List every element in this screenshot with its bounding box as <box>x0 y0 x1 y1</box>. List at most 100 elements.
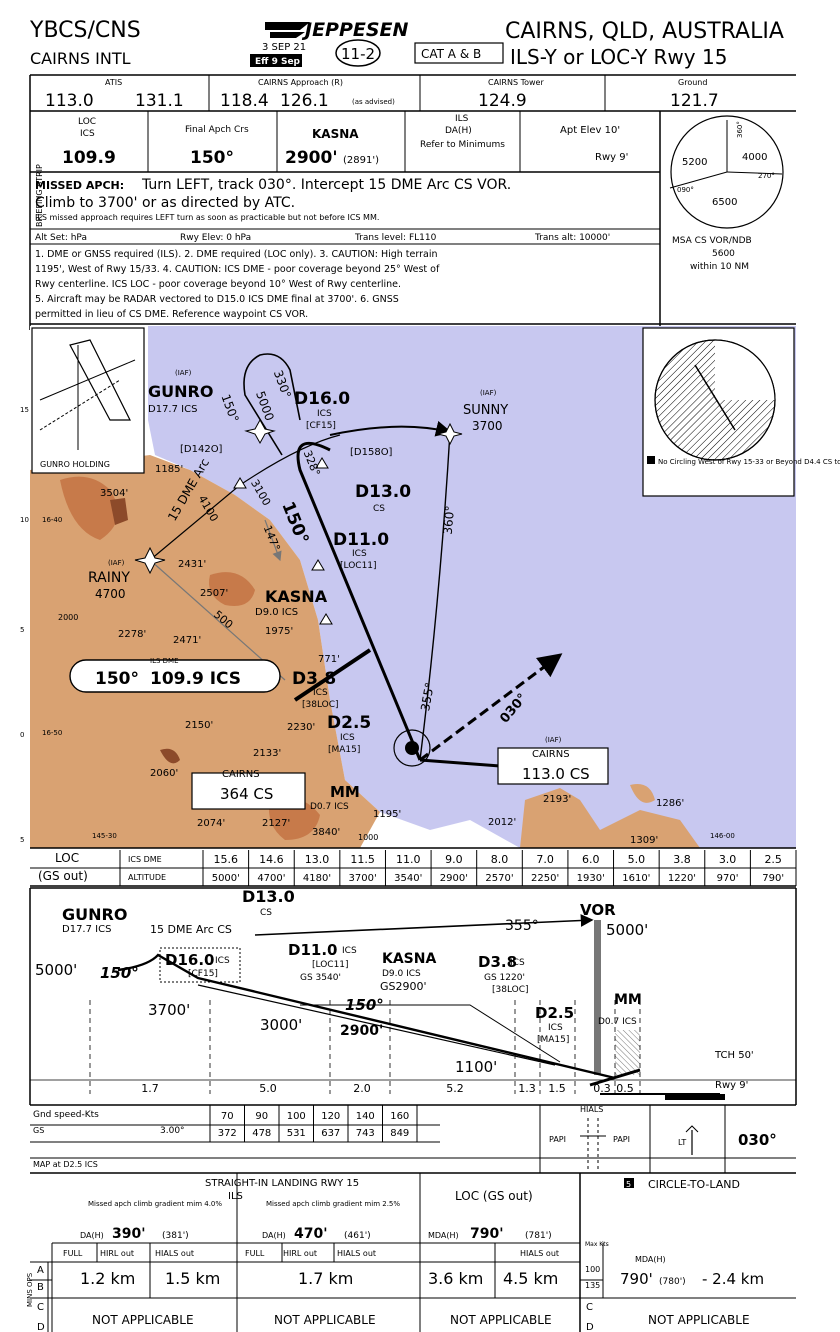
hdr-hials-1: HIALS out <box>155 1249 194 1258</box>
airport-name: CAIRNS INTL <box>30 49 131 68</box>
elev-2150: 2150' <box>185 720 213 731</box>
cairns-ndb-freq: 364 CS <box>220 785 273 803</box>
hdr-hirl-2: HIRL out <box>283 1249 317 1258</box>
circling-inset: No Circling West of Rwy 15-33 or Beyond … <box>642 327 840 497</box>
tower-freq: 124.9 <box>478 91 527 111</box>
vor-center <box>405 741 419 755</box>
hdr-hials-3: HIALS out <box>520 1249 559 1258</box>
d1580-label: [D158O] <box>350 447 393 458</box>
profile-d16: D16.0 <box>165 951 214 969</box>
ma-gradient-1: Missed apch climb gradient mim 4.0% <box>88 1200 222 1208</box>
dme-altitude-value: 4180' <box>303 873 331 884</box>
dme-altitude-value: 970' <box>717 873 739 884</box>
da-note: Refer to Minimums <box>420 140 505 150</box>
profile-alt-1100: 1100' <box>455 1058 497 1076</box>
msa-circle: 4000 5200 6500 360° 270° 090° <box>669 115 784 229</box>
scale-5-top: 5 <box>20 626 24 634</box>
descent-rate-value: 637 <box>321 1128 340 1139</box>
profile-d38-ics: ICS <box>510 958 525 968</box>
dme-value: 13.0 <box>305 853 330 866</box>
water-area <box>148 326 796 848</box>
lon-145-30: 145-30 <box>92 832 117 840</box>
dme-altitude-value: 790' <box>762 873 784 884</box>
vis-ils-2: 1.7 km <box>298 1269 353 1288</box>
rainy-iaf: (IAF) <box>108 559 125 567</box>
lon-146-00: 146-00 <box>710 832 735 840</box>
final-approach-track <box>296 441 422 761</box>
mm-sub: D0.7 ICS <box>310 802 349 812</box>
profile-rwy: Rwy 9' <box>715 1080 748 1091</box>
trans-alt: Trans alt: 10000' <box>534 233 610 243</box>
cairns-vor-freq: 113.0 CS <box>522 765 590 783</box>
da-2-sub: (461') <box>344 1231 371 1241</box>
msa-west-alt: 5200 <box>682 157 707 168</box>
note-line-3: Rwy centerline. ICS LOC - poor coverage … <box>35 279 401 290</box>
vis-full-1: 1.2 km <box>80 1269 135 1288</box>
gnd-speed-label: Gnd speed-Kts <box>33 1110 99 1120</box>
fix-alt-sub: (2891') <box>343 155 379 166</box>
mda-label: MDA(H) <box>428 1231 459 1240</box>
chart-date: 3 SEP 21 <box>262 42 306 53</box>
dme-value: 6.0 <box>582 853 600 866</box>
sunny-transition <box>329 420 452 437</box>
atis-freq-2: 131.1 <box>135 91 184 111</box>
ma-gradient-2: Missed apch climb gradient mim 2.5% <box>266 1200 400 1208</box>
d1420-label: [D142O] <box>180 444 223 455</box>
elev-2060: 2060' <box>150 768 178 779</box>
dme-value: 14.6 <box>259 853 284 866</box>
atis-label: ATIS <box>105 78 122 87</box>
na-1: NOT APPLICABLE <box>92 1313 194 1327</box>
cairns-ndb-box[interactable]: CAIRNS 364 CS <box>191 769 306 810</box>
elev-2230: 2230' <box>287 722 315 733</box>
sunny-360-track <box>419 431 451 761</box>
d16-cf: [CF15] <box>306 421 336 431</box>
missed-apch-1: Turn LEFT, track 030°. Intercept 15 DME … <box>141 177 511 193</box>
vis-loc-full: 3.6 km <box>428 1269 483 1288</box>
terrain-high-2 <box>209 572 255 606</box>
msa-radial-090: 090° <box>677 186 694 194</box>
lat-lon-labels: 16-40 16-50 145-30 146-00 15 10 5 0 5 <box>20 406 735 844</box>
dme-gs-out-label: (GS out) <box>38 869 88 883</box>
gnd-speed-value: 140 <box>356 1111 375 1122</box>
ils-box-crs: 150° <box>95 669 139 689</box>
approach-light-symbol <box>580 1118 699 1170</box>
na-4: NOT APPLICABLE <box>648 1313 750 1327</box>
scale-0: 0 <box>20 731 24 739</box>
profile-alt-5000-left: 5000' <box>35 961 77 979</box>
elev-2133: 2133' <box>253 748 281 759</box>
ils-dme-label: ILS DME <box>150 657 179 665</box>
elev-1309: 1309' <box>630 835 658 846</box>
elev-2278: 2278' <box>118 629 146 640</box>
cat-a: A <box>37 1265 44 1276</box>
profile-gs1220: GS 1220' <box>484 973 525 983</box>
descent-rate-value: 743 <box>356 1128 375 1139</box>
vor-mast <box>594 920 601 1075</box>
missed-apch-label: MISSED APCH: <box>35 179 124 192</box>
lat-16-40: 16-40 <box>42 516 62 524</box>
dme-value: 11.5 <box>350 853 375 866</box>
hdr-full-1: FULL <box>63 1249 83 1258</box>
plan-crs-355: 355° <box>418 681 437 712</box>
kasna-sub: D9.0 ICS <box>255 607 298 618</box>
ctl-number: 5 <box>626 1180 631 1189</box>
profile-gs2900: GS2900' <box>380 980 427 993</box>
gunro-hold <box>243 353 301 456</box>
cat-d: D <box>37 1322 45 1332</box>
ics-feather <box>293 648 372 702</box>
ils-min-label: ILS <box>228 1191 243 1202</box>
ils-label: ILS <box>455 114 469 124</box>
circling-note: No Circling West of Rwy 15-33 or Beyond … <box>658 458 840 466</box>
profile-segment-dist: 1.3 <box>518 1082 536 1095</box>
cairns-vor-box[interactable]: (IAF) CAIRNS 113.0 CS <box>497 736 609 785</box>
profile-segment-dist: 1.7 <box>141 1082 159 1095</box>
ils-frequency-box[interactable]: ILS DME 150° 109.9 ICS <box>69 657 281 693</box>
final-crs: 150° <box>190 148 234 168</box>
d11-loc: [LOC11] <box>340 561 377 571</box>
fix-symbols <box>134 418 463 767</box>
note-line-4: 5. Aircraft may be RADAR vectored to D15… <box>35 294 399 305</box>
scale-5-bottom: 5 <box>20 836 24 844</box>
profile-d25-ma: [MA15] <box>537 1035 569 1045</box>
max-kts-b: 135 <box>585 1281 600 1290</box>
